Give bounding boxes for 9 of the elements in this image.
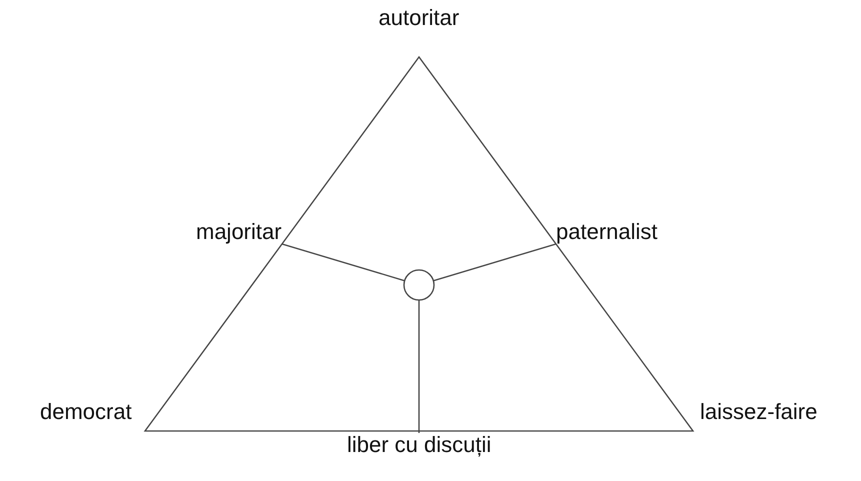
style-label: majoritar: [196, 220, 282, 244]
style-label: paternalist: [556, 220, 658, 244]
connector-line: [418, 300, 420, 433]
vertex-label: autoritar: [378, 6, 460, 30]
connector-line: [433, 243, 556, 282]
vertex-label: laissez-faire: [700, 400, 818, 424]
vertex-label: democrat: [40, 400, 132, 424]
style-label: liber cu discuții: [347, 433, 492, 457]
connector-line: [282, 243, 405, 282]
